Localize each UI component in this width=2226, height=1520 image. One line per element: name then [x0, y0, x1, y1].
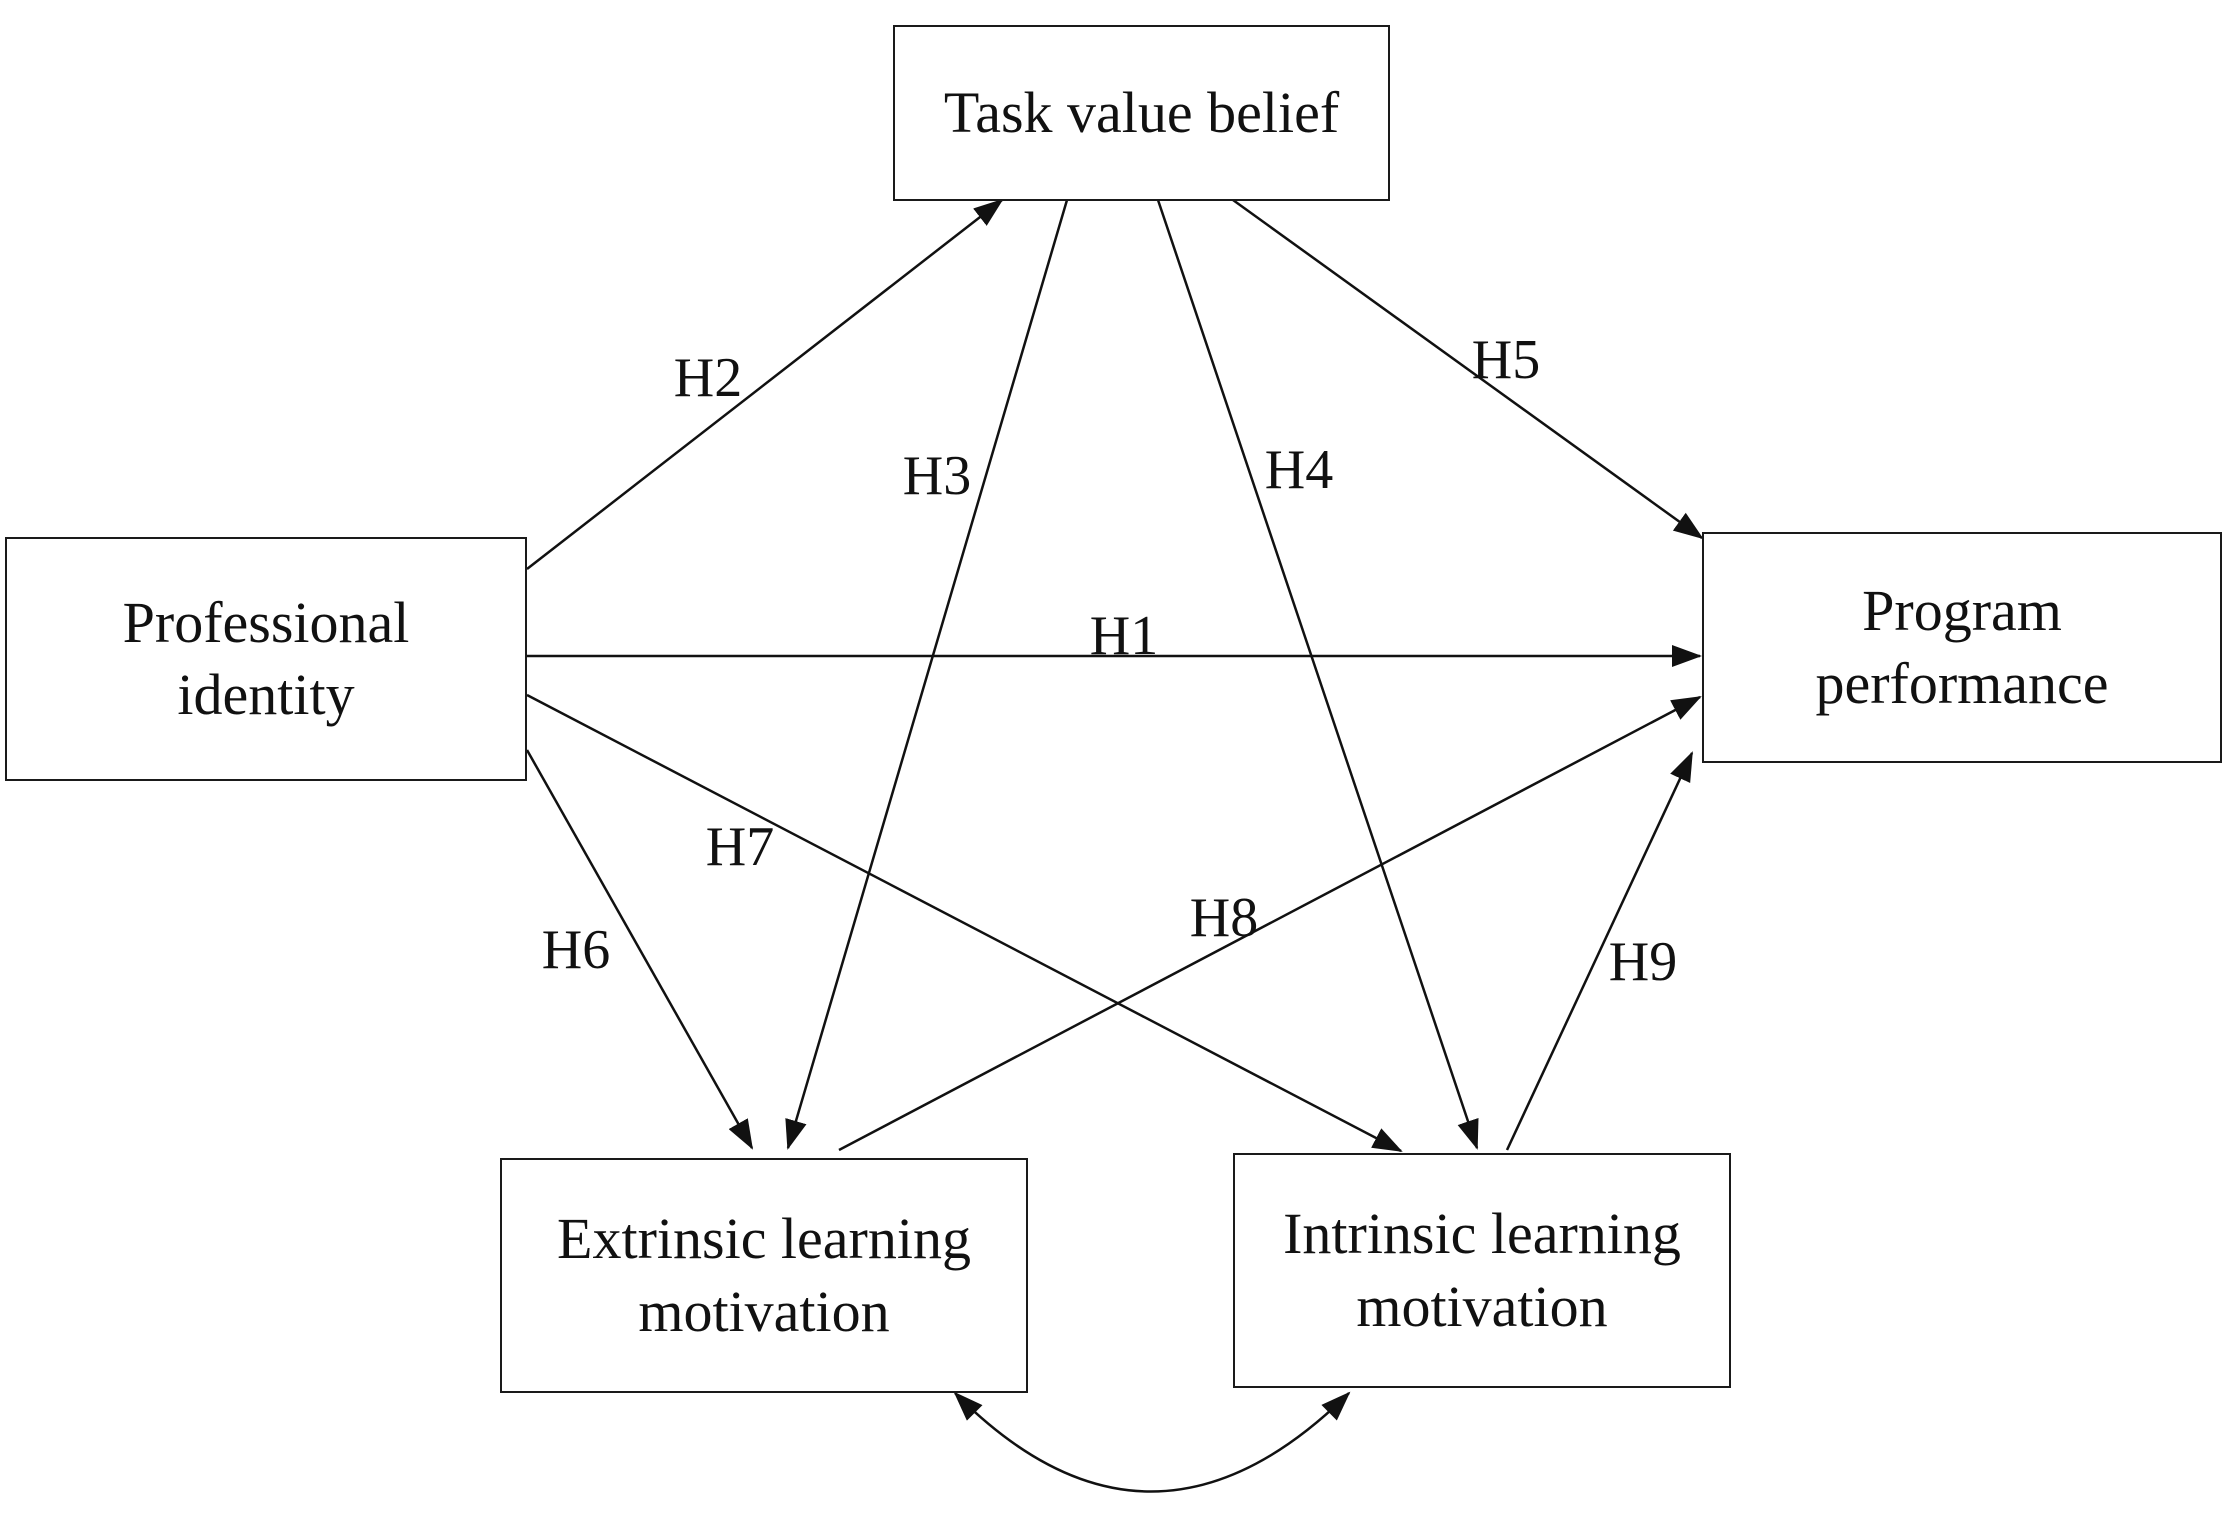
label-h6: H6 — [541, 919, 611, 981]
task-value-belief-box: Task value belief — [893, 25, 1390, 201]
label-h4: H4 — [1264, 439, 1334, 501]
label-h2: H2 — [673, 347, 743, 409]
professional-identity-line-2: identity — [177, 662, 355, 727]
correlation-curve — [953, 1391, 1351, 1493]
extrinsic-learning-motivation-box: Extrinsic learning motivation — [500, 1158, 1028, 1393]
label-h7: H7 — [705, 816, 775, 878]
extrinsic-motivation-line-1: Extrinsic learning — [557, 1206, 971, 1271]
arrow-h7 — [526, 693, 1403, 1153]
professional-identity-box: Professional identity — [5, 537, 527, 781]
intrinsic-motivation-line-1: Intrinsic learning — [1283, 1201, 1681, 1266]
label-h8: H8 — [1189, 887, 1259, 949]
task-value-belief-line-1: Task value belief — [943, 79, 1340, 145]
intrinsic-learning-motivation-box: Intrinsic learning motivation — [1233, 1153, 1731, 1388]
arrow-h3 — [785, 199, 1069, 1150]
arrow-h9 — [1505, 751, 1694, 1151]
label-h5: H5 — [1471, 329, 1541, 391]
label-h9: H9 — [1608, 931, 1678, 993]
arrow-h2 — [526, 198, 1004, 570]
arrow-h5 — [1232, 198, 1704, 540]
program-performance-line-1: Program — [1862, 578, 2062, 643]
arrow-h8 — [838, 695, 1702, 1152]
extrinsic-motivation-line-2: motivation — [638, 1278, 890, 1344]
intrinsic-motivation-line-2: motivation — [1356, 1273, 1608, 1339]
label-h1: H1 — [1089, 605, 1159, 667]
arrow-h4 — [1156, 199, 1479, 1150]
program-performance-box: Program performance — [1702, 532, 2222, 763]
program-performance-line-2: performance — [1815, 650, 2109, 716]
label-h3: H3 — [902, 445, 972, 507]
arrow-h6 — [525, 749, 754, 1150]
professional-identity-line-1: Professional — [122, 589, 410, 655]
